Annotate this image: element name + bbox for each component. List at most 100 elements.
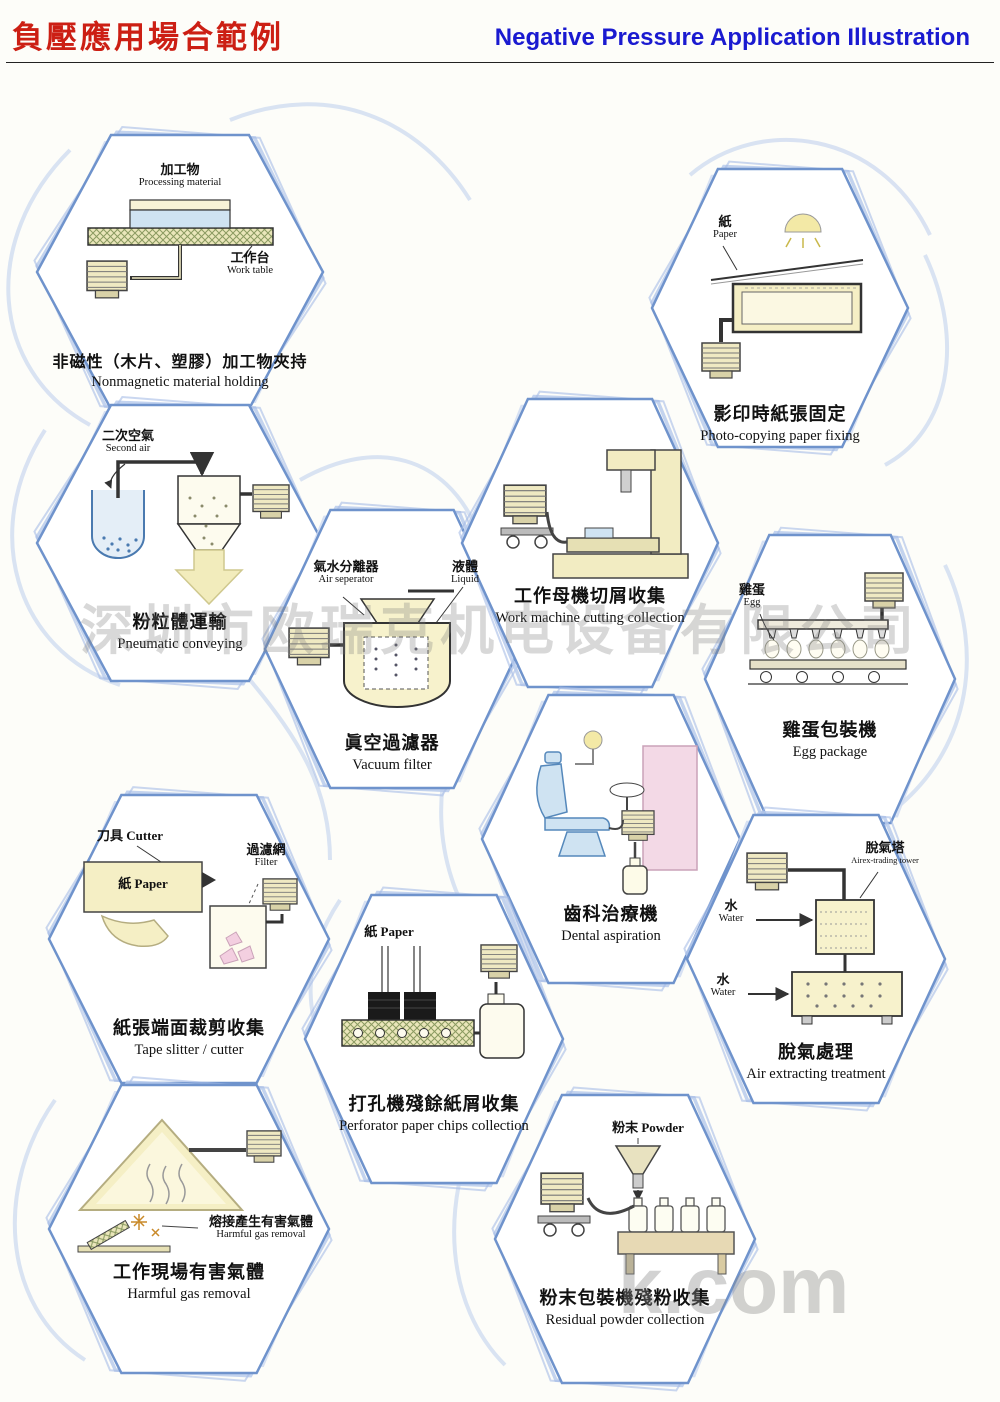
pneumatic-illustration	[91, 451, 290, 606]
vacuum-pump-icon	[503, 484, 547, 525]
milling-machine	[552, 449, 689, 579]
label-welding-gas: 熔接產生有害氣體 Harmful gas removal	[208, 1214, 313, 1241]
paper-stack	[368, 992, 400, 1020]
label-processing-material: 加工物 Processing material	[138, 162, 222, 189]
label-paper-box: 紙 Paper	[118, 876, 168, 891]
page-title-zh: 負壓應用場合範例	[12, 20, 284, 55]
processing-material-block	[129, 209, 231, 229]
hex-dental-aspiration: 齒科治療機 Dental aspiration	[475, 686, 747, 992]
paper-strips	[381, 946, 421, 992]
work-bench	[77, 1245, 171, 1253]
caption-work-machine: 工作母機切屑收集 Work machine cutting collection	[495, 586, 685, 626]
powder-container	[91, 490, 145, 559]
conveyor-wheels	[760, 671, 880, 683]
grain-dots	[188, 496, 228, 546]
filling-funnel	[614, 1145, 662, 1175]
nonmagnetic-illustration	[86, 199, 274, 299]
perforator-base	[341, 1019, 475, 1047]
aspiration-hose	[608, 819, 624, 830]
paper-scraps	[219, 931, 255, 965]
liquid-drops	[374, 643, 418, 677]
vacuum-pump-icon	[701, 342, 741, 379]
hex-photocopy-paper-fixing: 紙 Paper 影印時紙張固定 Photo-copying paper fixi…	[645, 160, 915, 456]
pump-cart	[500, 484, 554, 549]
label-water-1: 水 Water	[718, 898, 744, 925]
collection-bottle	[479, 1003, 525, 1059]
vacuum-pump-icon	[480, 944, 518, 979]
hex-egg-package: 雞蛋 Egg 雞蛋包裝機 Egg package	[698, 526, 962, 832]
packing-table	[617, 1231, 735, 1255]
punch-holes	[353, 1028, 451, 1038]
suction-cups	[767, 628, 887, 639]
page-title-en: Negative Pressure Application Illustrati…	[494, 24, 970, 51]
caption-nonmagnetic: 非磁性（木片、塑膠）加工物夾持 Nonmagnetic material hol…	[52, 354, 308, 390]
vacuum-pipe	[130, 245, 182, 280]
bottles	[628, 1197, 726, 1233]
cutter-blade	[202, 872, 216, 888]
hopper	[177, 475, 241, 525]
hex-perforator-chips: 紙 Paper 打孔機殘餘紙屑收集 Perforator paper chips…	[298, 886, 570, 1192]
welding-rod	[86, 1219, 131, 1251]
vacuum-filter-illustration	[288, 586, 464, 708]
label-water-2: 水 Water	[710, 972, 736, 999]
label-filter: 過濾網 Filter	[246, 842, 286, 869]
label-egg: 雞蛋 Egg	[738, 582, 765, 609]
caption-pneumatic: 粉粒體運輸 Pneumatic conveying	[117, 612, 243, 652]
label-cutter: 刀具 Cutter	[96, 828, 164, 843]
hex-residual-powder: 粉末 Powder 粉末包裝機殘粉收集 Residual powder coll…	[488, 1086, 762, 1392]
caption-dental: 齒科治療機 Dental aspiration	[561, 904, 661, 944]
heat-waves	[146, 1163, 186, 1205]
air-extracting-illustration	[746, 852, 903, 1025]
work-table-slab	[87, 227, 274, 246]
flow-arrow	[174, 549, 244, 606]
caption-harmful-gas: 工作現場有害氣體 Harmful gas removal	[113, 1262, 265, 1302]
water-tank	[791, 971, 903, 1017]
caption-egg-package: 雞蛋包裝機 Egg package	[782, 720, 878, 760]
label-air-separator: 氣水分離器 Air seperator	[313, 559, 379, 586]
lamp-icon	[784, 213, 822, 248]
vacuum-pipe	[719, 318, 733, 342]
hexagon-border	[33, 395, 327, 691]
suction-hose	[586, 1197, 635, 1215]
pump-cart	[537, 1172, 591, 1237]
hex-nonmagnetic-holding: 加工物 Processing material 工作台 Work table 非…	[30, 125, 330, 419]
powder-dots	[102, 536, 138, 553]
vacuum-pump-icon	[86, 260, 128, 299]
spittoon-basin	[609, 782, 645, 798]
hex-vacuum-filter: 氣水分離器 Air seperator 液體 Liquid 眞空過濾器 Vacu…	[258, 501, 526, 797]
hexagon-border	[683, 806, 949, 1112]
degas-tower	[815, 899, 875, 955]
dental-chair	[536, 751, 611, 857]
hex-work-machine-cutting: 工作母機切屑收集 Work machine cutting collection	[455, 390, 725, 696]
hex-harmful-gas: 熔接產生有害氣體 Harmful gas removal 工作現場有害氣體 Ha…	[42, 1076, 336, 1382]
hex-air-extracting: 脫氣塔 Airex-trading tower 水 Water 水 Water …	[680, 806, 952, 1112]
suction-manifold	[757, 619, 889, 630]
label-powder: 粉末 Powder	[612, 1120, 684, 1135]
residual-powder-illustration	[537, 1138, 735, 1275]
paper-web	[100, 914, 169, 948]
tank-dots	[806, 982, 882, 1008]
cabinet	[642, 745, 698, 871]
paper-sheet	[710, 259, 864, 281]
label-liquid: 液體 Liquid	[451, 559, 479, 586]
label-work-table: 工作台 Work table	[226, 250, 274, 277]
caption-photocopy: 影印時紙張固定 Photo-copying paper fixing	[700, 404, 860, 444]
vacuum-pump-icon	[864, 572, 904, 609]
label-degas-tower: 脫氣塔 Airex-trading tower	[851, 840, 919, 866]
caption-vacuum-filter: 眞空過濾器 Vacuum filter	[344, 733, 440, 773]
label-second-air: 二次空氣 Second air	[101, 428, 154, 455]
dental-lamp-icon	[575, 730, 603, 765]
sparks	[131, 1214, 160, 1237]
caption-tape-slitter: 紙張端面裁剪收集 Tape slitter / cutter	[113, 1018, 265, 1058]
hex-tape-slitter: 刀具 Cutter 過濾網 Filter 紙 Paper 紙張端面裁剪收集 Ta…	[42, 786, 336, 1092]
harmful-gas-illustration	[77, 1118, 282, 1253]
conveyor-belt	[749, 659, 907, 670]
caption-residual-powder: 粉末包裝機殘粉收集 Residual powder collection	[539, 1288, 711, 1328]
dental-illustration	[536, 730, 698, 895]
suction-hose	[545, 511, 568, 544]
vacuum-pump-icon	[246, 1130, 282, 1163]
label-paper: 紙 Paper	[364, 924, 414, 939]
header-divider	[6, 62, 994, 63]
vacuum-pump-icon	[262, 878, 298, 911]
